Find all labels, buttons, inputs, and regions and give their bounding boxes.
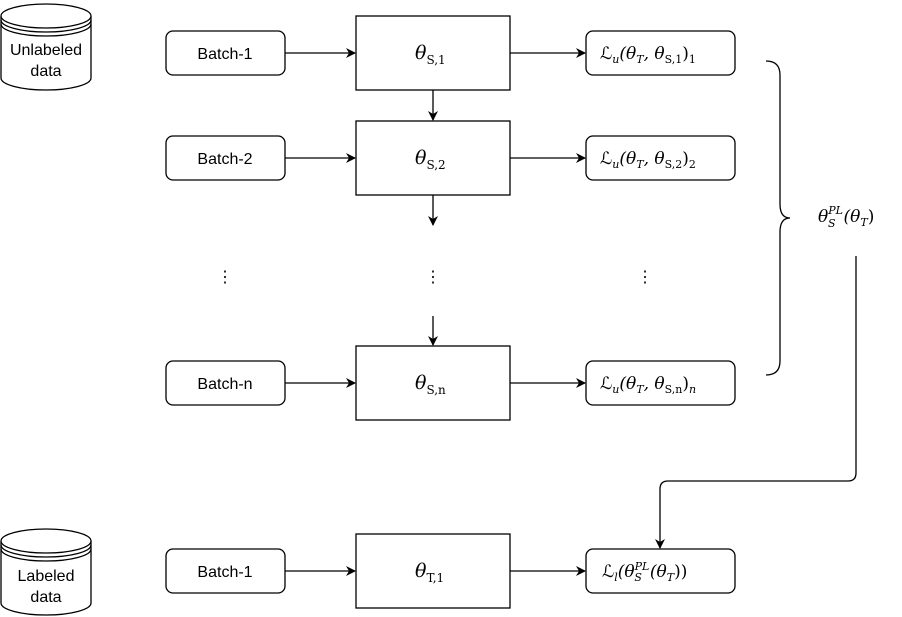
unlabeled-loss-n-node: ℒu(θT, θS,n)n (585, 360, 736, 406)
batch-1-node: Batch-1 (165, 30, 286, 76)
labeled-batch-1-node: Batch-1 (165, 548, 286, 594)
student-param-2-label: θS,2 (415, 147, 446, 172)
teacher-param-1-label: θT,1 (415, 560, 444, 585)
batch-2-label: Batch-2 (197, 151, 252, 168)
labeled-data-database-icon: Labeled data (0, 528, 92, 616)
batch-2-node: Batch-2 (165, 135, 286, 181)
batch-1-label: Batch-1 (197, 46, 252, 63)
batch-n-label: Batch-n (197, 376, 252, 393)
labeled-batch-1-label: Batch-1 (197, 564, 252, 581)
unlabeled-loss-1-label: ℒu(θT, θS,1)1 (600, 44, 696, 66)
student-param-1-node: θS,1 (355, 15, 511, 91)
unlabeled-data-label-line1: Unlabeled (10, 42, 82, 59)
param-ellipsis: ⋮ (425, 269, 441, 286)
student-param-2-node: θS,2 (355, 120, 511, 196)
teacher-param-1-node: θT,1 (355, 533, 511, 609)
arrow-pseudo-label-to-labeled-loss (655, 256, 857, 549)
batch-n-node: Batch-n (165, 360, 286, 406)
student-param-n-label: θS,n (415, 372, 446, 397)
student-param-n-node: θS,n (355, 345, 511, 421)
batch-ellipsis: ⋮ (217, 269, 233, 286)
unlabeled-data-database-icon: Unlabeled data (0, 3, 92, 91)
unlabeled-loss-2-label: ℒu(θT, θS,2)2 (600, 149, 696, 171)
unlabeled-loss-2-node: ℒu(θT, θS,2)2 (585, 135, 736, 181)
student-param-1-label: θS,1 (415, 42, 446, 67)
labeled-data-label-line2: data (30, 589, 61, 606)
loss-ellipsis: ⋮ (637, 269, 653, 286)
unlabeled-data-label-line2: data (30, 63, 61, 80)
unlabeled-loss-n-label: ℒu(θT, θS,n)n (600, 374, 696, 396)
labeled-data-label-line1: Labeled (18, 568, 75, 585)
right-curly-brace (765, 60, 791, 376)
unlabeled-loss-1-node: ℒu(θT, θS,1)1 (585, 30, 736, 76)
